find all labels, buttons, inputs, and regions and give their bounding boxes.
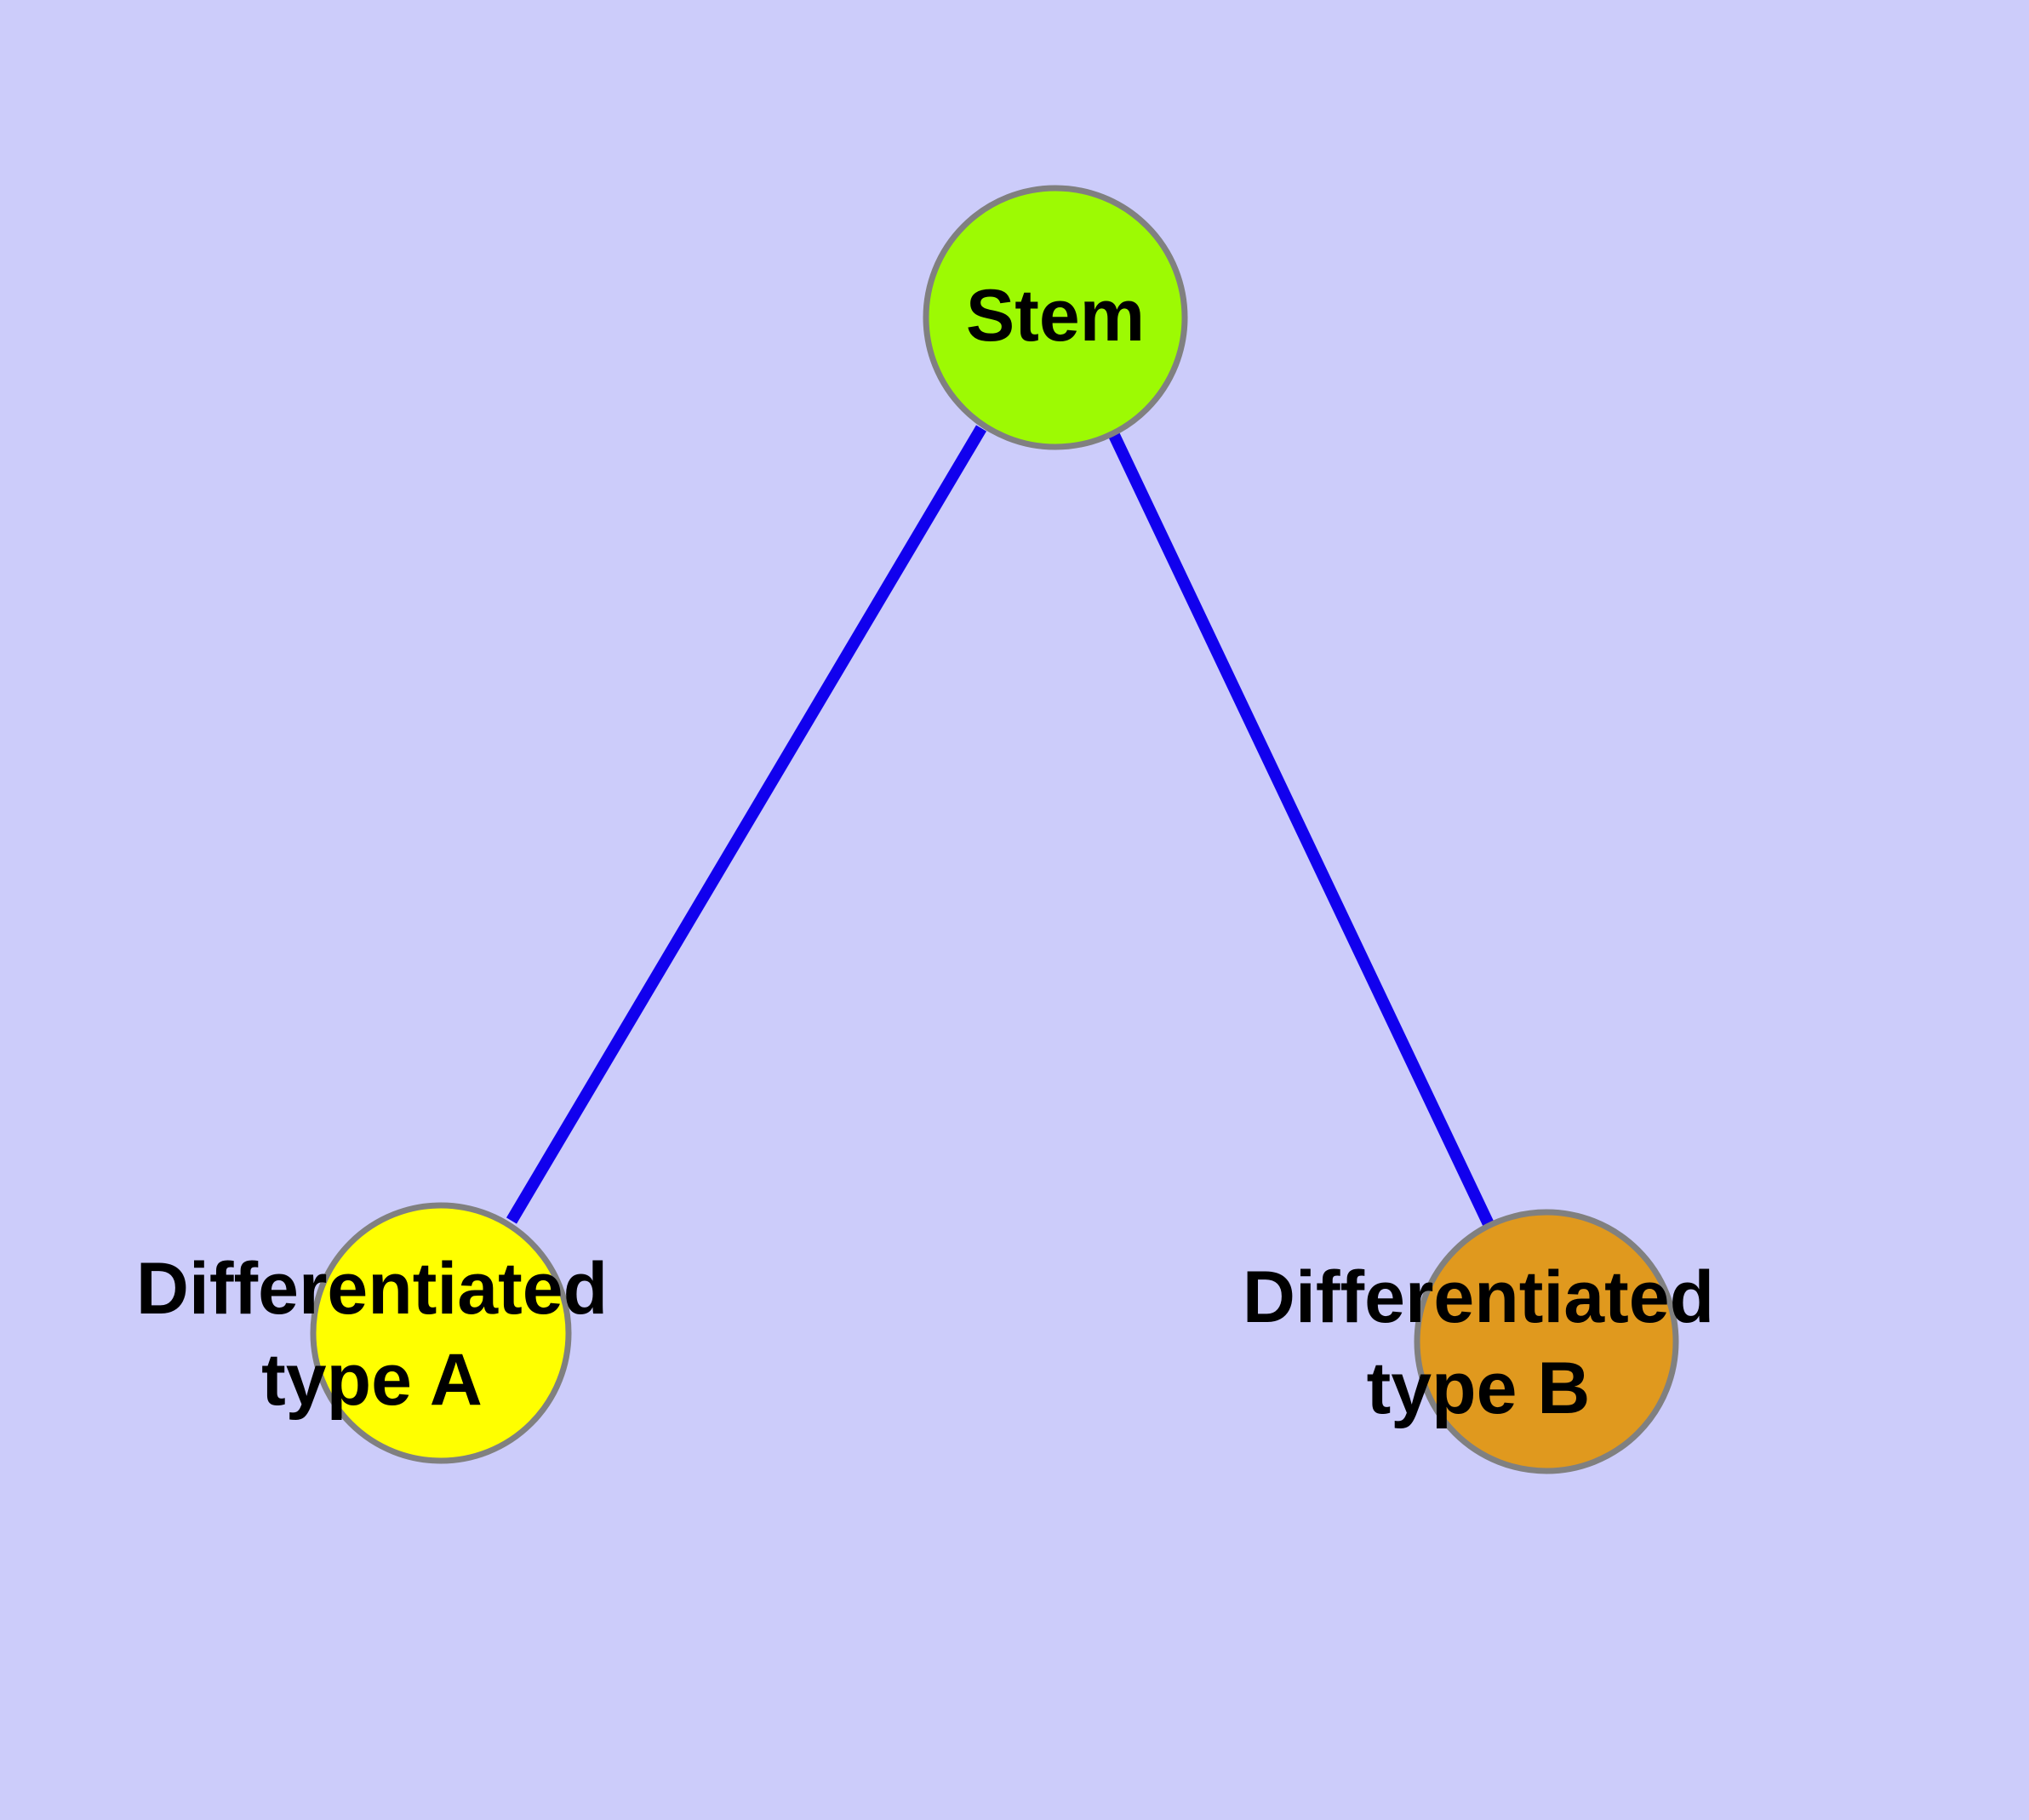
node-differentiated-type-b-label-line1: Differentiated <box>1243 1256 1714 1338</box>
labels-layer: Stem Differentiated type A Differentiate… <box>136 275 1714 1429</box>
node-differentiated-type-a[interactable] <box>310 1202 572 1464</box>
node-stem-label-line1: Stem <box>966 275 1145 357</box>
node-differentiated-type-b[interactable] <box>1414 1209 1679 1474</box>
edges-layer <box>506 425 1495 1228</box>
edge-stem-to-diff-b[interactable] <box>1106 428 1495 1228</box>
nodes-layer <box>310 185 1679 1474</box>
node-differentiated-type-b-label-line2: type B <box>1367 1348 1591 1429</box>
edge-stem-to-diff-a[interactable] <box>506 425 987 1224</box>
node-differentiated-type-a-label-line1: Differentiated <box>136 1248 608 1330</box>
node-stem[interactable] <box>923 185 1188 450</box>
node-differentiated-type-a-label-line2: type A <box>261 1339 483 1421</box>
